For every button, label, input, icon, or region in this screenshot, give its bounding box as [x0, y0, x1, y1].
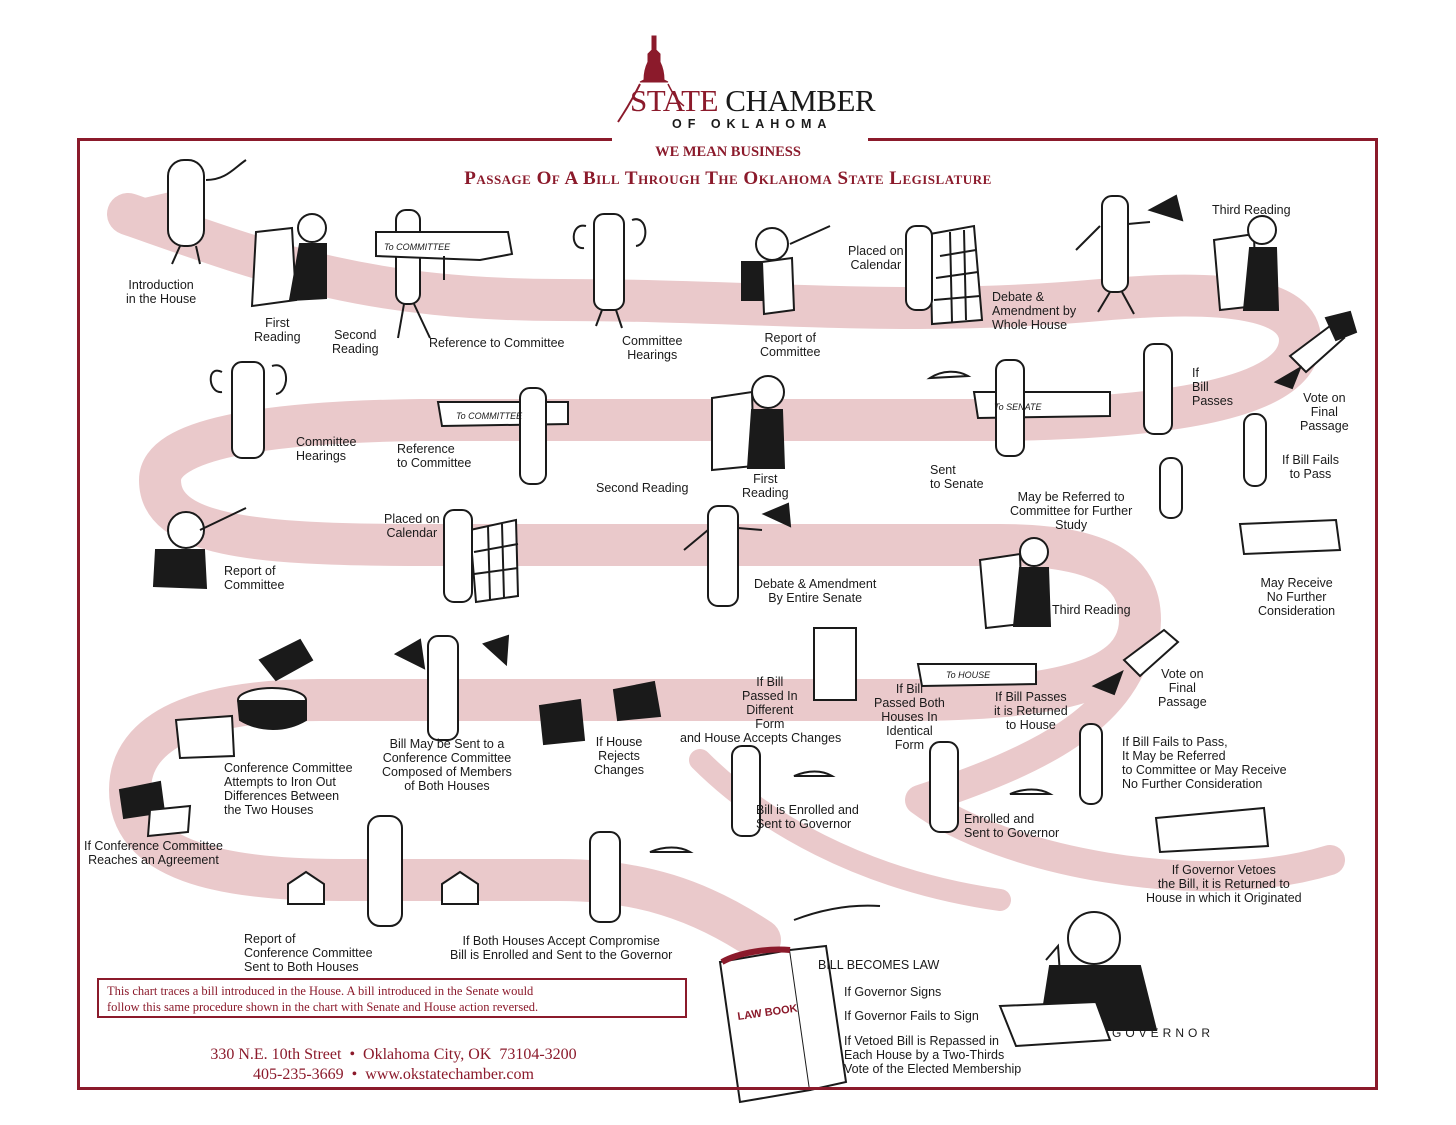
label-third-reading-house: Third Reading [1212, 203, 1291, 217]
label-if-bill-passes: If Bill Passes [1192, 366, 1233, 408]
footer-note: This chart traces a bill introduced in t… [97, 978, 687, 1018]
path-start-arrow [118, 192, 170, 236]
brand-chamber: CHAMBER [725, 83, 876, 118]
sign-to-committee-1: To COMMITTEE [384, 242, 451, 252]
label-enrolled-governor-1: Bill is Enrolled and Sent to Governor [756, 803, 859, 831]
sign-to-house: To HOUSE [946, 670, 991, 680]
label-debate-senate: Debate & Amendment By Entire Senate [754, 577, 877, 605]
label-sent-conference: Bill May be Sent to a Conference Committ… [382, 737, 512, 793]
label-passed-both: If Bill Passed Both Houses In Identical … [874, 682, 945, 752]
brand-logo: STATE CHAMBER [630, 83, 876, 119]
label-house-accepts: and House Accepts Changes [680, 731, 842, 745]
label-sent-senate: Sent to Senate [930, 463, 984, 491]
label-report-committee-senate: Report of Committee [224, 564, 285, 592]
label-third-reading-senate: Third Reading [1052, 603, 1131, 617]
label-first-reading-senate: First Reading [742, 472, 789, 500]
label-intro-house: Introduction in the House [126, 278, 197, 306]
frame-gap [612, 128, 868, 148]
label-second-reading-house: Second Reading [332, 328, 379, 356]
motto: WE MEAN BUSINESS [655, 144, 801, 160]
label-reference-committee-house: Reference to Committee [429, 336, 565, 350]
bill-figures [118, 159, 1358, 1104]
footer-phone-web: 405-235-3669 • www.okstatechamber.com [253, 1066, 534, 1083]
label-passed-different: If Bill Passed In Different Form [742, 675, 798, 731]
label-may-receive: May Receive No Further Consideration [1258, 576, 1336, 618]
label-conference-attempts: Conference Committee Attempts to Iron Ou… [224, 761, 353, 817]
label-placed-calendar-senate: Placed on Calendar [384, 512, 440, 540]
label-governor: GOVERNOR [1112, 1026, 1215, 1040]
label-becomes-law: BILL BECOMES LAW [818, 958, 940, 972]
label-vetoed-repassed: If Vetoed Bill is Repassed in Each House… [844, 1034, 1022, 1076]
label-may-be-referred: May be Referred to Committee for Further… [1010, 490, 1133, 532]
label-committee-hearings-senate: Committee Hearings [296, 435, 357, 463]
label-gov-signs: If Governor Signs [844, 985, 942, 999]
label-vote-final-senate: Vote on Final Passage [1158, 667, 1207, 709]
label-second-reading-senate: Second Reading [596, 481, 689, 495]
label-first-reading-house: First Reading [254, 316, 301, 344]
label-enrolled-governor-2: Enrolled and Sent to Governor [964, 812, 1060, 840]
label-debate-whole-house: Debate & Amendment by Whole House [992, 290, 1077, 332]
brand-subtitle: OF OKLAHOMA [672, 117, 833, 131]
sign-to-committee-2: To COMMITTEE [456, 411, 523, 421]
label-if-bill-fails: If Bill Fails to Pass [1282, 453, 1339, 481]
label-gov-fails-sign: If Governor Fails to Sign [844, 1009, 979, 1023]
label-fails-referred: If Bill Fails to Pass, It May be Referre… [1122, 735, 1287, 791]
label-both-accept: If Both Houses Accept Compromise Bill is… [450, 934, 673, 962]
label-report-conference: Report of Conference Committee Sent to B… [244, 932, 373, 974]
label-reference-committee-senate: Reference to Committee [397, 442, 472, 470]
label-committee-hearings-house: Committee Hearings [622, 334, 683, 362]
label-report-committee-house: Report of Committee [760, 331, 821, 359]
brand-state: STATE [630, 83, 719, 118]
sign-to-senate: To SENATE [994, 402, 1043, 412]
footer-address: 330 N.E. 10th Street • Oklahoma City, OK… [210, 1046, 577, 1063]
page-title: Passage Of A Bill Through The Oklahoma S… [464, 168, 992, 189]
capitol-dome-icon [617, 35, 685, 123]
label-house-rejects: If House Rejects Changes [594, 735, 645, 777]
label-governor-vetoes: If Governor Vetoes the Bill, it is Retur… [1146, 863, 1302, 905]
label-placed-calendar-house: Placed on Calendar [848, 244, 904, 272]
label-vote-final-house: Vote on Final Passage [1300, 391, 1349, 433]
label-conference-agreement: If Conference Committee Reaches an Agree… [84, 839, 223, 867]
label-if-passes-returned: If Bill Passes it is Returned to House [994, 690, 1068, 732]
